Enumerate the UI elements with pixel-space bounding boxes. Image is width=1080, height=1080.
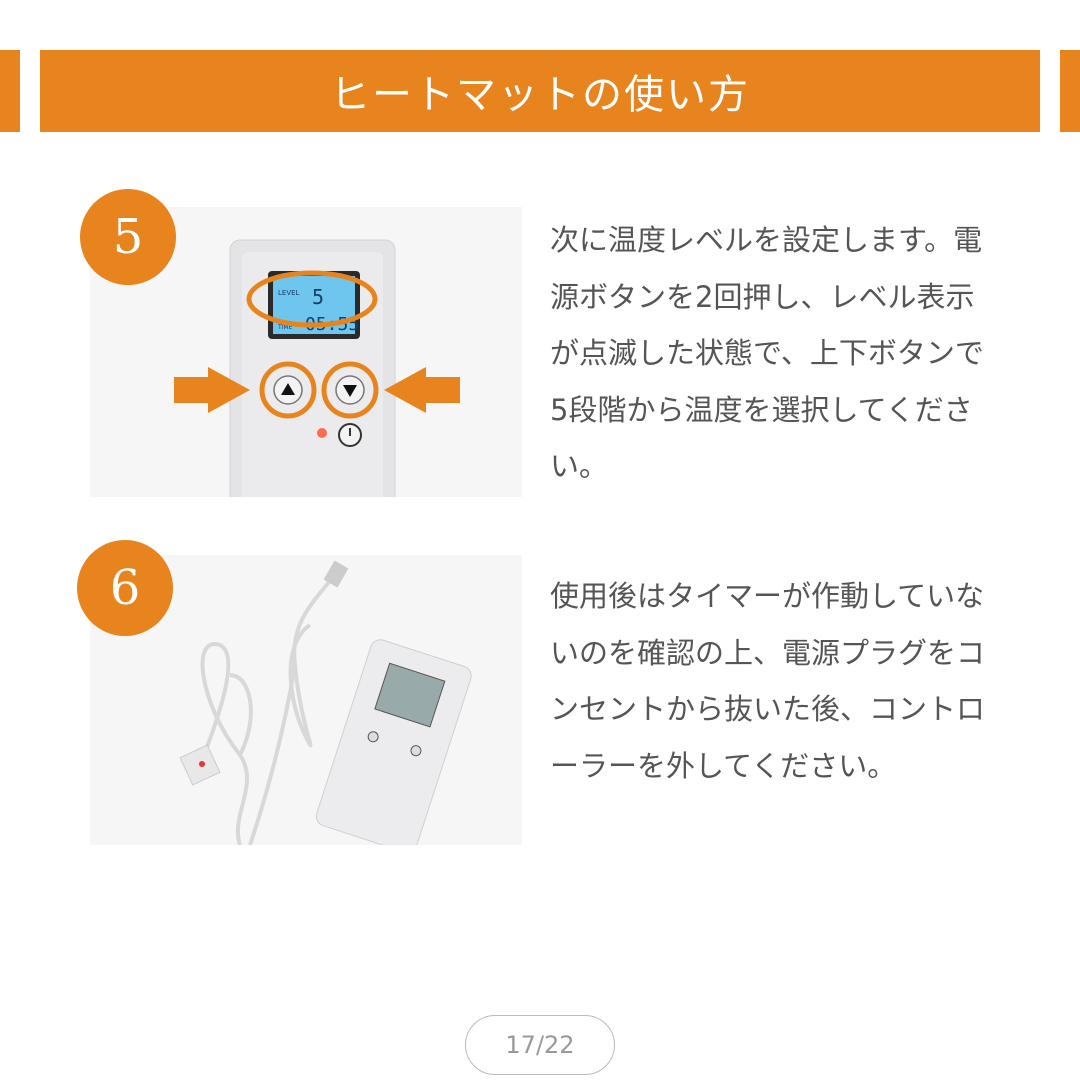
banner-title: ヒートマットの使い方 <box>330 72 750 118</box>
svg-text:5: 5 <box>312 285 324 309</box>
step-number-badge: 5 <box>80 189 176 285</box>
step-number-badge: 6 <box>77 540 173 636</box>
banner: ヒートマットの使い方 <box>40 50 1040 132</box>
next-slide-edge[interactable] <box>1060 50 1080 132</box>
step-5-text: 次に温度レベルを設定します。電源ボタンを2回押し、レベル表示が点滅した状態で、上… <box>550 223 984 483</box>
page-indicator: 17/22 <box>465 1015 615 1075</box>
prev-slide-edge[interactable] <box>0 50 20 132</box>
controller-photo-step6 <box>90 555 522 845</box>
controller-illustration: LEVEL 5 TIME 05:55 <box>174 239 460 497</box>
page-counter: 17/22 <box>505 1031 575 1059</box>
controller-cable-illustration <box>179 560 472 845</box>
controller-photo-step5: LEVEL 5 TIME 05:55 <box>90 207 522 497</box>
step-6-text: 使用後はタイマーが作動していないのを確認の上、電源プラグをコンセントから抜いた後… <box>550 579 986 783</box>
svg-text:LEVEL: LEVEL <box>278 289 300 297</box>
svg-text:TIME: TIME <box>277 324 293 331</box>
